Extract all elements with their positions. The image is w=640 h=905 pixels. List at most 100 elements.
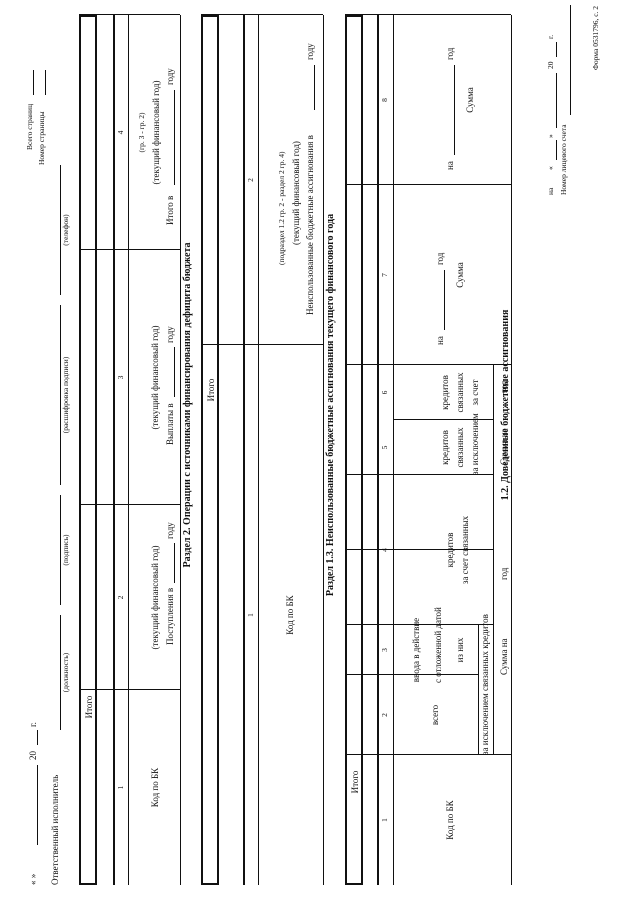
t12-num-6: 6 (380, 390, 389, 395)
account-number-line[interactable] (570, 5, 571, 115)
t2-receipts-1: Поступления в (165, 587, 175, 645)
t2-balance-3: (гр. 3 - гр. 2) (137, 112, 146, 153)
header-month-line[interactable] (556, 73, 557, 128)
t13-top (323, 15, 324, 885)
t2-payments-2: (текущий финансовый год) (150, 325, 160, 430)
t2-total-row (79, 15, 97, 885)
t13-v1 (201, 344, 323, 345)
responsible-label: Ответственный исполнитель (50, 774, 60, 885)
t13-total-row (201, 15, 219, 885)
t13-unused-year: году (305, 43, 315, 60)
form-code: Форма 0531796, с. 2 (591, 5, 600, 70)
date-month-line[interactable] (37, 765, 38, 845)
header-on-label: на (546, 187, 555, 195)
t2-receipts-2: (текущий финансовый год) (150, 545, 160, 650)
header-year-suffix: г. (546, 34, 555, 39)
page-number-line[interactable] (45, 70, 46, 95)
header-day-line[interactable] (556, 140, 557, 160)
t12-code-header: Код по БК (445, 800, 455, 840)
t12-by-multi-1: за счет (470, 379, 480, 406)
section-2-title: Раздел 2. Операции с источниками финанси… (182, 242, 193, 568)
t2-code-header: Код по БК (150, 767, 160, 808)
t13-unused-2: (текущий финансовый год) (291, 141, 301, 245)
t13-data-row[interactable] (218, 15, 245, 885)
t12-on-8-line[interactable] (454, 65, 455, 155)
t2-v2 (79, 504, 180, 505)
t12-on-8: на (445, 161, 455, 170)
t2-receipts-year-line[interactable] (174, 543, 175, 583)
t2-num-4: 4 (116, 130, 125, 135)
signature-caption: (подпись) (61, 534, 70, 566)
t13-v2 (201, 14, 323, 15)
t2-v3 (79, 249, 180, 250)
t12-on-7-line[interactable] (444, 270, 445, 330)
t12-v7 (345, 184, 511, 185)
t12-year: год (499, 567, 509, 580)
t12-sum-8: Сумма (465, 87, 475, 113)
t12-excl-linked: за исключением связанных кредитов (480, 614, 490, 755)
t12-by-linked-1: за счет связанных (460, 515, 470, 585)
t2-payments-year: году (165, 326, 175, 343)
t12-v8 (345, 14, 511, 15)
header-quote-close: » (546, 134, 555, 138)
t12-by-multi-3: кредитов (440, 375, 450, 410)
position-caption: (должность) (61, 652, 70, 693)
t12-num-7: 7 (380, 273, 389, 277)
total-pages-label: Всего страниц (25, 103, 34, 150)
t12-excl-multi-3: кредитов (440, 430, 450, 465)
t12-v6 (345, 364, 511, 365)
t12-delayed-1: из них (455, 637, 465, 663)
t12-excl-line (478, 625, 479, 755)
date-quotes: « » (28, 873, 38, 885)
t13-unused-year-line[interactable] (314, 65, 315, 110)
t12-delayed-3: ввода в действие (411, 617, 421, 683)
t2-payments-year-line[interactable] (174, 347, 175, 397)
t2-balance-year-line[interactable] (174, 90, 175, 185)
total-pages-line[interactable] (33, 70, 34, 95)
account-number-label: Номер лицевого счета (559, 124, 568, 195)
t12-header-bottom-left (393, 755, 394, 885)
t12-year-7: год (435, 252, 445, 265)
t2-data-row[interactable] (96, 15, 115, 885)
t12-by-multi-2: связанных (455, 372, 465, 413)
t2-balance-year: году (165, 68, 175, 85)
date-year-prefix: 20 (28, 751, 38, 760)
t12-year-2: год (499, 380, 509, 393)
t2-num-2: 2 (116, 595, 125, 600)
t12-total: всего (430, 704, 440, 726)
t12-num-1: 1 (380, 818, 389, 822)
t2-total-label: Итого (83, 695, 94, 719)
t13-num-2: 2 (246, 178, 255, 182)
table-1-2-top (511, 15, 512, 885)
t12-header-bottom (393, 15, 394, 755)
t2-balance-1: Итого в (165, 195, 175, 225)
t12-num-8: 8 (380, 98, 389, 102)
t12-total-label: Итого (349, 770, 360, 794)
page-number-label: Номер страницы (37, 111, 46, 165)
t13-code-header: Код по БК (285, 595, 295, 635)
t12-excl-multi-2: связанных (455, 427, 465, 468)
date-year-line[interactable] (37, 730, 38, 745)
section-1-3-title: Раздел 1.3. Неиспользованные бюджетные а… (325, 213, 336, 597)
header-year-line[interactable] (556, 42, 557, 57)
t2-v1 (79, 689, 180, 690)
t12-sum-7: Сумма (455, 262, 465, 288)
t2-balance-2: (текущий финансовый год) (151, 80, 161, 185)
t2-receipts-year: году (165, 522, 175, 539)
t13-total-label: Итого (205, 378, 216, 402)
header-year-prefix: 20 (546, 61, 555, 70)
t12-sum-on: Сумма на (499, 638, 509, 675)
t12-num-4: 4 (380, 548, 389, 552)
phone-caption: (телефон) (61, 214, 70, 246)
date-g: г. (28, 722, 38, 727)
t13-header-bottom (258, 15, 259, 885)
t12-sum-on-2: Сумма на (499, 428, 509, 465)
header-quote: « (546, 166, 555, 170)
t2-num-1: 1 (116, 785, 125, 790)
t12-num-5: 5 (380, 445, 389, 450)
t2-header-bottom (128, 15, 129, 885)
t2-payments-1: Выплаты в (165, 403, 175, 445)
t2-top (180, 15, 181, 885)
